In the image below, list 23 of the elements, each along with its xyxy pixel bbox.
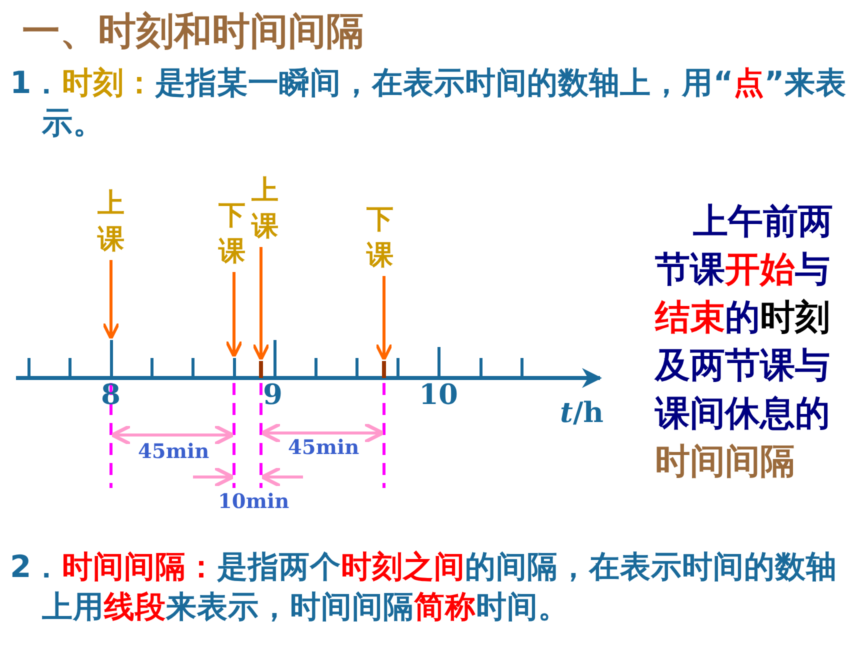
definition-text: 1．时刻：是指某一瞬间，在表示时间的数轴上，用“点”来表示。 (10, 65, 848, 143)
lesson-label: 上课 (248, 173, 282, 245)
axis-number: 8 (101, 378, 120, 411)
lesson-label: 上课 (94, 186, 128, 258)
lesson-label: 下课 (363, 202, 397, 274)
tick-mark (382, 361, 386, 378)
arrow (102, 260, 120, 340)
dimension-label: 45min (138, 439, 210, 463)
title: 一、时刻和时间间隔 (22, 8, 364, 55)
arrow (252, 247, 270, 361)
note-text: 上午前两节课开始与结束的时刻及两节课与课间休息的时间间隔 (655, 201, 834, 484)
arrow (375, 276, 393, 361)
axis-label: t/h (560, 396, 604, 429)
axis-number: 10 (419, 378, 458, 411)
axis-number: 9 (263, 378, 282, 411)
lesson-label: 下课 (215, 198, 249, 270)
tick-mark (232, 358, 236, 378)
tick-mark (110, 340, 112, 378)
dimension-label: 10min (218, 489, 290, 513)
arrow (225, 272, 243, 358)
definition-text: 2．时间间隔：是指两个时刻之间的间隔，在表示时间的数轴上用线段来表示，时间间隔简称时间。 (10, 549, 838, 627)
tick-mark (259, 361, 263, 378)
dimension-label: 45min (288, 435, 360, 459)
